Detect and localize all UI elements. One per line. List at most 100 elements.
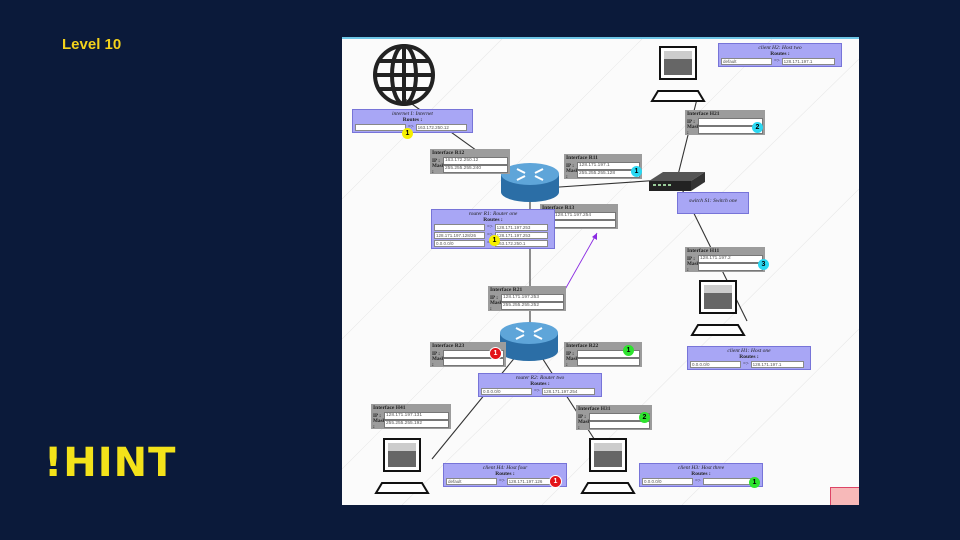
interface-r11: Interface R11 IP :128.171.197.1 Mask :25… xyxy=(564,154,642,180)
ip-input[interactable] xyxy=(443,350,504,358)
mask-input[interactable]: 255.255.255.252 xyxy=(501,302,564,310)
host1-computer-icon[interactable] xyxy=(690,279,746,337)
host2-computer-icon[interactable] xyxy=(650,45,706,103)
mask-input[interactable] xyxy=(698,126,763,134)
switch-s1-icon[interactable] xyxy=(647,169,707,195)
router-r2-icon[interactable] xyxy=(498,319,560,363)
router-title: router R2: Router two xyxy=(515,375,565,381)
hint-badge-yellow[interactable]: 1 xyxy=(402,128,413,139)
hint-badge-cyan[interactable]: 1 xyxy=(631,166,642,177)
mask-label: Mask : xyxy=(373,418,386,430)
ip-label: IP : xyxy=(566,351,574,357)
hint-badge-red[interactable]: 1 xyxy=(549,475,562,488)
hint-button[interactable]: !HINT xyxy=(44,440,177,486)
mask-input[interactable]: 255.255.255.240 xyxy=(443,165,508,173)
route-gw-input[interactable] xyxy=(702,478,756,485)
hint-badge-green[interactable]: 1 xyxy=(749,477,760,488)
mask-input[interactable]: 255.255.255.192 xyxy=(384,420,449,428)
mask-input[interactable] xyxy=(698,263,763,271)
mask-input[interactable] xyxy=(553,220,616,228)
mask-label: Mask : xyxy=(432,163,445,175)
internet-globe-icon[interactable] xyxy=(371,43,437,107)
route-gw-input[interactable]: 128.171.197.1 xyxy=(750,361,804,368)
route-row: 0.0.0.0/0 => 128.171.197.1 xyxy=(690,361,808,368)
mask-input[interactable] xyxy=(443,358,504,366)
hint-badge-yellow[interactable]: 1 xyxy=(489,235,500,246)
route-gw-input[interactable]: 128.171.197.253 xyxy=(494,224,548,231)
router-r2-node: router R2: Router two Routes : 0.0.0.0/0… xyxy=(478,373,602,397)
ip-input[interactable] xyxy=(698,118,763,126)
route-dest-input[interactable] xyxy=(355,124,406,131)
ip-input[interactable] xyxy=(577,350,640,358)
ip-input[interactable]: 128.171.197.2 xyxy=(698,255,763,263)
hint-badge-red[interactable]: 1 xyxy=(489,347,502,360)
interface-title: Interface H41 xyxy=(373,405,406,411)
host4-node: client H4: Host four Routes : default =>… xyxy=(443,463,567,487)
route-row: default => 128.171.197.1 xyxy=(721,58,839,65)
route-row: => 128.171.197.253 xyxy=(434,224,552,231)
route-dest-input[interactable]: 128.171.197.128/26 xyxy=(434,232,485,239)
route-dest-input[interactable]: 0.0.0.0/0 xyxy=(434,240,485,247)
internet-title: internet I: Internet xyxy=(392,111,433,117)
ip-input[interactable]: 163.172.250.12 xyxy=(443,157,508,165)
mask-input[interactable] xyxy=(589,421,650,429)
route-arrow: => xyxy=(743,362,749,367)
route-dest-input[interactable]: 0.0.0.0/0 xyxy=(690,361,741,368)
host4-computer-icon[interactable] xyxy=(374,437,430,495)
interface-title: Interface R12 xyxy=(432,150,465,156)
interface-title: Interface H21 xyxy=(687,111,720,117)
ip-label: IP : xyxy=(578,414,586,420)
route-arrow: => xyxy=(408,125,414,130)
host3-computer-icon[interactable] xyxy=(580,437,636,495)
mask-label: Mask : xyxy=(578,419,591,431)
route-dest-input[interactable]: default xyxy=(721,58,772,65)
ip-label: IP : xyxy=(687,256,695,262)
host-title: client H2: Host two xyxy=(758,45,802,51)
hint-badge-green[interactable]: 1 xyxy=(623,345,634,356)
route-arrow: => xyxy=(534,389,540,394)
host1-node: client H1: Host one Routes : 0.0.0.0/0 =… xyxy=(687,346,811,370)
internet-node: internet I: Internet Routes : => 163.172… xyxy=(352,109,473,133)
router-r1-icon[interactable] xyxy=(499,160,561,204)
route-arrow: => xyxy=(695,479,701,484)
route-dest-input[interactable] xyxy=(434,224,485,231)
route-arrow: => xyxy=(499,479,505,484)
route-gw-input[interactable]: 163.172.250.1 xyxy=(494,240,548,247)
interface-r22: Interface R22 IP : Mask : xyxy=(564,342,642,368)
interface-title: Interface R11 xyxy=(566,155,598,161)
ip-label: IP : xyxy=(432,351,440,357)
route-row: default => 128.171.197.126 xyxy=(446,478,564,485)
route-dest-input[interactable]: default xyxy=(446,478,497,485)
routes-label: Routes : xyxy=(530,381,550,387)
mask-label: Mask : xyxy=(687,261,700,273)
ip-input[interactable]: 128.171.197.254 xyxy=(553,212,616,220)
route-dest-input[interactable]: 0.0.0.0/0 xyxy=(481,388,532,395)
route-arrow: => xyxy=(487,225,493,230)
level-label: Level 10 xyxy=(62,36,122,53)
interface-r21: Interface R21 IP :128.171.197.253 Mask :… xyxy=(488,286,566,312)
ip-input[interactable]: 128.171.197.253 xyxy=(501,294,564,302)
interface-title: Interface R22 xyxy=(566,343,599,349)
routes-label: Routes : xyxy=(402,117,423,123)
route-gw-input[interactable]: 128.171.197.253 xyxy=(494,232,548,239)
hint-badge-cyan[interactable]: 2 xyxy=(752,122,763,133)
interface-h21: Interface H21 IP : Mask : xyxy=(685,110,765,136)
interface-r23: Interface R23 IP : Mask : xyxy=(430,342,506,368)
ip-label: IP : xyxy=(490,295,498,301)
ip-input[interactable]: 128.171.197.131 xyxy=(384,412,449,420)
interface-h11: Interface H11 IP :128.171.197.2 Mask : xyxy=(685,247,765,273)
mask-label: Mask : xyxy=(432,356,445,368)
route-dest-input[interactable]: 0.0.0.0/0 xyxy=(642,478,693,485)
hint-badge-green[interactable]: 2 xyxy=(639,412,650,423)
switch-s1-node: switch S1: Switch one xyxy=(677,192,749,214)
router-r1-node: router R1: Router one Routes : => 128.17… xyxy=(431,209,555,249)
interface-title: Interface H11 xyxy=(687,248,720,254)
route-gw-input[interactable]: 128.171.197.254 xyxy=(541,388,595,395)
hint-badge-cyan[interactable]: 3 xyxy=(758,259,769,270)
mask-input[interactable] xyxy=(577,358,640,366)
route-gw-input[interactable]: 128.171.197.1 xyxy=(781,58,835,65)
route-gw-input[interactable]: 163.172.250.12 xyxy=(415,124,467,131)
mask-label: Mask : xyxy=(566,356,579,368)
switch-title: switch S1: Switch one xyxy=(688,198,738,204)
interface-h41: Interface H41 IP :128.171.197.131 Mask :… xyxy=(371,404,451,430)
